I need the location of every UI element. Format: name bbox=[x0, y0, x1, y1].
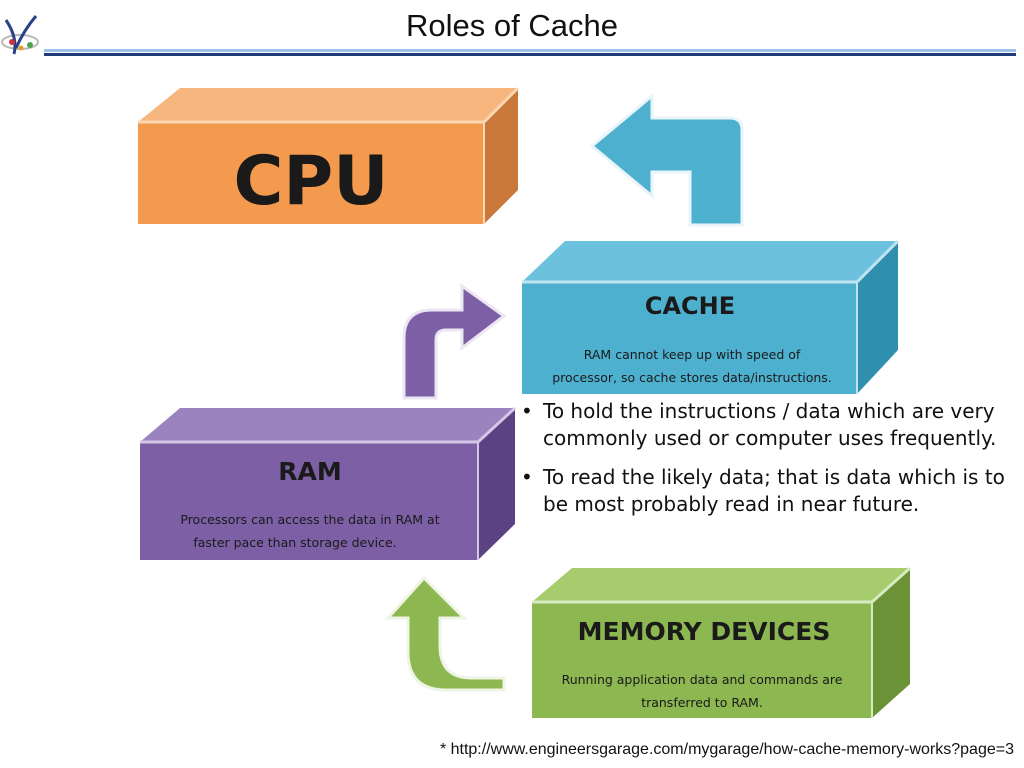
cache-description: processor, so cache stores data/instruct… bbox=[552, 370, 832, 385]
header-rule bbox=[44, 49, 1016, 52]
arrow-up-left-icon bbox=[384, 575, 506, 692]
memory-devices-label: MEMORY DEVICES bbox=[578, 617, 831, 646]
bullet-item: To read the likely data; that is data wh… bbox=[518, 464, 1018, 518]
arrow-up-left-icon bbox=[589, 92, 744, 227]
cpu-box: CPU bbox=[138, 86, 520, 224]
ram-description: Processors can access the data in RAM at bbox=[180, 512, 439, 527]
cache-label: CACHE bbox=[645, 292, 735, 320]
memory-devices-box: MEMORY DEVICES Running application data … bbox=[532, 566, 912, 718]
bullet-list: To hold the instructions / data which ar… bbox=[518, 398, 1018, 530]
cache-box: CACHE RAM cannot keep up with speed of p… bbox=[522, 239, 900, 394]
cpu-label: CPU bbox=[234, 142, 389, 221]
ram-box: RAM Processors can access the data in RA… bbox=[140, 406, 517, 560]
header-rule bbox=[44, 53, 1016, 56]
ram-description: faster pace than storage device. bbox=[193, 535, 396, 550]
arrow-up-right-icon bbox=[402, 283, 507, 400]
bullet-item: To hold the instructions / data which ar… bbox=[518, 398, 1018, 452]
cache-description: RAM cannot keep up with speed of bbox=[584, 347, 801, 362]
ram-label: RAM bbox=[278, 457, 341, 486]
source-footnote: * http://www.engineersgarage.com/mygarag… bbox=[439, 741, 1014, 758]
page-title: Roles of Cache bbox=[406, 8, 618, 43]
cache-diagram: CPU CACHE RAM cannot keep up with speed … bbox=[138, 86, 912, 718]
logo-icon bbox=[1, 15, 39, 55]
memory-devices-description: transferred to RAM. bbox=[641, 695, 763, 710]
memory-devices-description: Running application data and commands ar… bbox=[562, 672, 843, 687]
